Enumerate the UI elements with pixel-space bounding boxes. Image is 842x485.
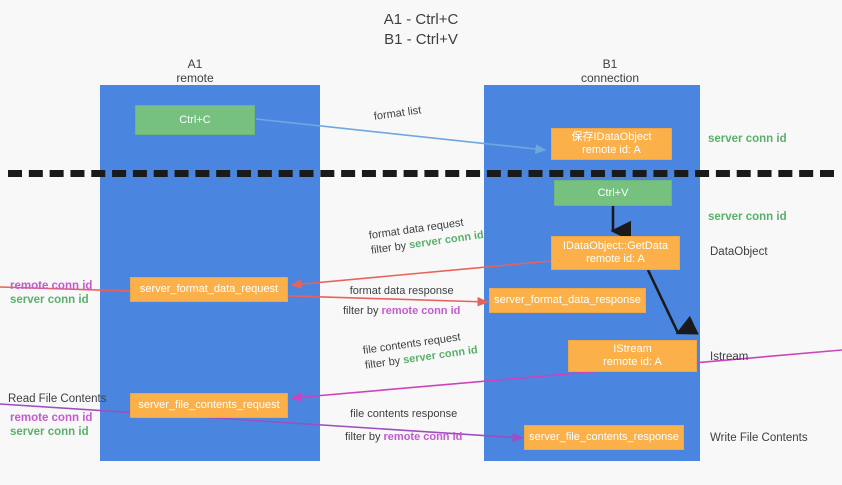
filter-prefix: filter by	[364, 354, 405, 372]
box-idataobject-getdata[interactable]: IDataObject::GetData remote id: A	[551, 236, 680, 270]
filter-prefix: filter by	[345, 431, 384, 443]
box-getdata-line2: remote id: A	[586, 253, 645, 265]
annotation-group-conn-ids-1: remote conn id server conn id	[10, 279, 92, 307]
box-save-idataobject-line2: remote id: A	[582, 144, 641, 156]
edge-label-format-data-response: format data response filter by remote co…	[343, 284, 460, 319]
box-istream-line1: IStream	[613, 343, 652, 355]
annotation-remote-conn-id-2: remote conn id	[10, 412, 93, 424]
edge-label-file-contents-response-text: file contents response	[350, 408, 458, 420]
annotation-remote-conn-id-1: remote conn id	[10, 280, 93, 292]
edge-label-format-list: format list	[373, 103, 422, 124]
edge-label-file-contents-response-filter: filter by remote conn id	[345, 430, 462, 445]
edge-label-format-data-request: format data request filter by server con…	[368, 213, 485, 259]
annotation-write-file-contents: Write File Contents	[710, 432, 808, 444]
page-title: A1 - Ctrl+C B1 - Ctrl+V	[0, 10, 842, 50]
box-server-format-data-request[interactable]: server_format_data_request	[130, 277, 288, 302]
box-ctrl-v[interactable]: Ctrl+V	[554, 180, 672, 206]
edge-label-format-data-response-text: format data response	[349, 285, 454, 297]
title-line-1: A1 - Ctrl+C	[383, 11, 459, 28]
annotation-server-conn-id-1: server conn id	[10, 294, 89, 306]
title-line-2: B1 - Ctrl+V	[384, 31, 458, 48]
lane-header-a1-role: remote	[176, 71, 214, 85]
annotation-server-conn-id-top: server conn id	[708, 133, 787, 145]
box-server-format-data-response-label: server_format_data_response	[494, 294, 641, 306]
lane-header-b1-name: B1	[602, 57, 618, 71]
annotation-server-conn-id-2: server conn id	[10, 426, 89, 438]
filter-value: remote conn id	[381, 305, 461, 317]
lane-header-a1: A1 remote	[125, 57, 265, 85]
box-istream[interactable]: IStream remote id: A	[568, 340, 697, 372]
lane-header-a1-name: A1	[187, 57, 203, 71]
edge-label-format-data-response-filter: filter by remote conn id	[343, 304, 460, 319]
annotation-dataobject: DataObject	[710, 246, 768, 258]
box-getdata-line1: IDataObject::GetData	[562, 240, 669, 252]
box-ctrl-c[interactable]: Ctrl+C	[135, 105, 255, 135]
box-server-format-data-response[interactable]: server_format_data_response	[489, 288, 646, 313]
box-save-idataobject-line1: 保存IDataObject	[571, 131, 652, 143]
filter-prefix: filter by	[370, 239, 411, 257]
filter-prefix: filter by	[343, 305, 382, 317]
lane-header-b1-role: connection	[580, 71, 640, 85]
box-istream-line2: remote id: A	[603, 356, 662, 368]
edge-label-file-contents-response: file contents response filter by remote …	[345, 407, 462, 445]
box-ctrl-c-label: Ctrl+C	[179, 113, 211, 126]
box-server-file-contents-request-label: server_file_contents_request	[138, 399, 280, 411]
box-server-file-contents-request[interactable]: server_file_contents_request	[130, 393, 288, 418]
box-server-format-data-request-label: server_format_data_request	[139, 283, 279, 295]
edge-label-format-list-text: format list	[373, 104, 423, 123]
edge-label-file-contents-request: file contents request filter by server c…	[362, 328, 479, 374]
filter-value: remote conn id	[383, 431, 463, 443]
box-server-file-contents-response[interactable]: server_file_contents_response	[524, 425, 684, 450]
box-server-file-contents-response-label: server_file_contents_response	[529, 431, 679, 443]
annotation-istream: Istream	[710, 351, 749, 363]
box-save-idataobject[interactable]: 保存IDataObject remote id: A	[551, 128, 672, 160]
lane-header-b1: B1 connection	[540, 57, 680, 85]
phase-divider	[8, 170, 834, 177]
box-ctrl-v-label: Ctrl+V	[597, 186, 629, 199]
annotation-server-conn-id-mid: server conn id	[708, 211, 787, 223]
annotation-read-file-contents: Read File Contents	[8, 393, 107, 405]
annotation-group-conn-ids-2: remote conn id server conn id	[10, 411, 92, 439]
